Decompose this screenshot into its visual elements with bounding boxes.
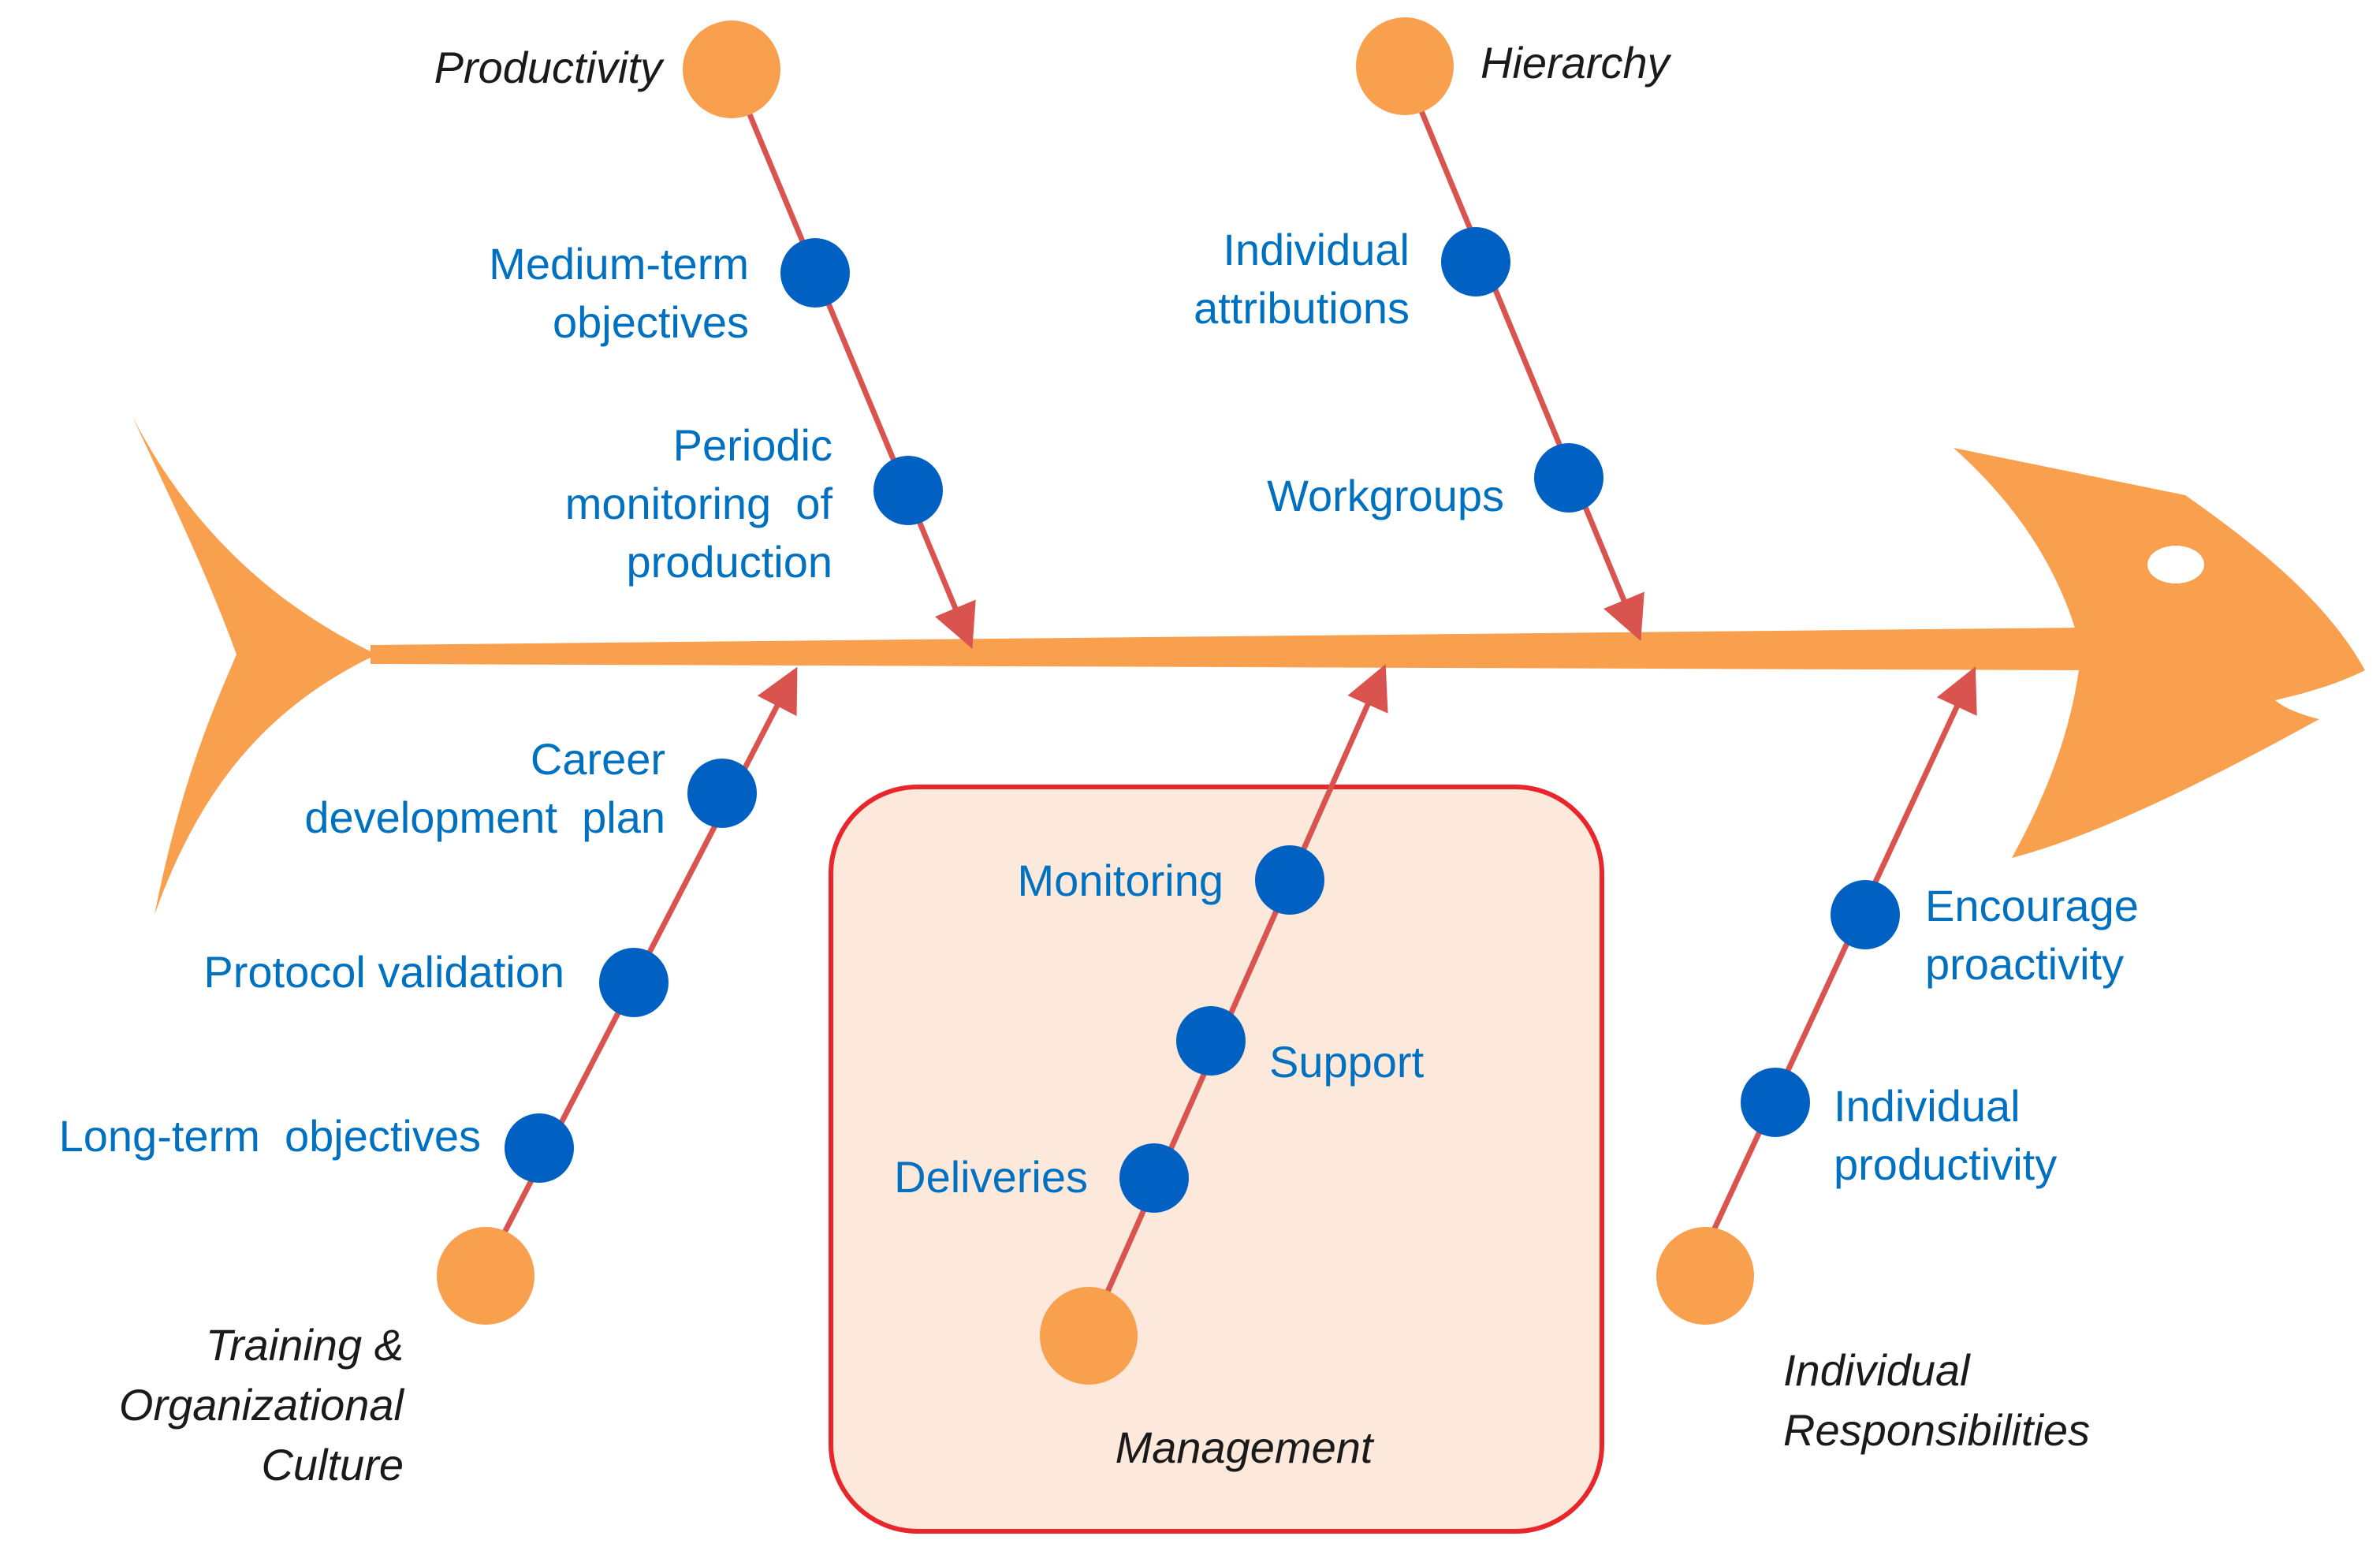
cause-node-periodic-monitoring xyxy=(873,456,943,525)
category-node-individual-responsibilities xyxy=(1656,1227,1754,1325)
fish-spine xyxy=(371,628,2081,670)
cause-node-individual-attributions xyxy=(1441,227,1510,296)
cause-node-monitoring xyxy=(1255,845,1324,915)
cause-label-protocol-validation: Protocol validation xyxy=(203,947,564,997)
cause-label-monitoring: Monitoring xyxy=(1017,856,1224,905)
cause-label-deliveries: Deliveries xyxy=(894,1152,1088,1202)
cause-node-encourage-proactivity xyxy=(1831,880,1900,949)
category-label-individual-responsibilities: Individual Responsibilities xyxy=(1783,1345,2091,1455)
cause-node-medium-term-objectives xyxy=(780,238,850,308)
fish-head xyxy=(1954,448,2365,858)
category-label-productivity: Productivity xyxy=(434,43,662,92)
cause-node-workgroups xyxy=(1534,443,1603,513)
cause-label-encourage-proactivity: Encourage proactivity xyxy=(1925,881,2139,989)
cause-node-long-term-objectives xyxy=(505,1113,574,1183)
cause-node-individual-productivity xyxy=(1741,1068,1810,1137)
cause-label-workgroups: Workgroups xyxy=(1267,471,1504,520)
cause-label-long-term-objectives: Long-term objectives xyxy=(58,1111,481,1161)
category-node-hierarchy xyxy=(1356,17,1454,115)
cause-label-medium-term-objectives: Medium-term objectives xyxy=(489,239,749,347)
cause-label-career-development-plan: Career development plan xyxy=(304,734,665,842)
cause-node-deliveries xyxy=(1119,1143,1189,1213)
fish-eye xyxy=(2147,546,2204,584)
category-node-productivity xyxy=(683,21,780,118)
category-label-hierarchy: Hierarchy xyxy=(1481,38,1670,88)
bone-individual-responsibilities xyxy=(1711,666,1977,1232)
bone-management xyxy=(1086,664,1388,1334)
cause-label-periodic-monitoring: Periodic monitoring of production xyxy=(564,420,832,587)
category-node-management xyxy=(1040,1287,1138,1385)
cause-node-protocol-validation xyxy=(599,948,669,1017)
cause-node-career-development-plan xyxy=(687,759,757,828)
cause-label-individual-attributions: Individual attributions xyxy=(1194,225,1410,333)
category-label-training: Training & Organizational Culture xyxy=(118,1320,404,1490)
management-highlight-box xyxy=(829,785,1604,1534)
fish-tail xyxy=(132,416,377,915)
category-label-management: Management xyxy=(1115,1422,1373,1472)
cause-label-support: Support xyxy=(1269,1037,1425,1087)
bone-hierarchy xyxy=(1402,69,1644,641)
bone-productivity xyxy=(728,69,976,649)
cause-node-support xyxy=(1176,1006,1246,1076)
category-node-training xyxy=(437,1227,534,1325)
cause-label-individual-productivity: Individual productivity xyxy=(1834,1081,2058,1189)
